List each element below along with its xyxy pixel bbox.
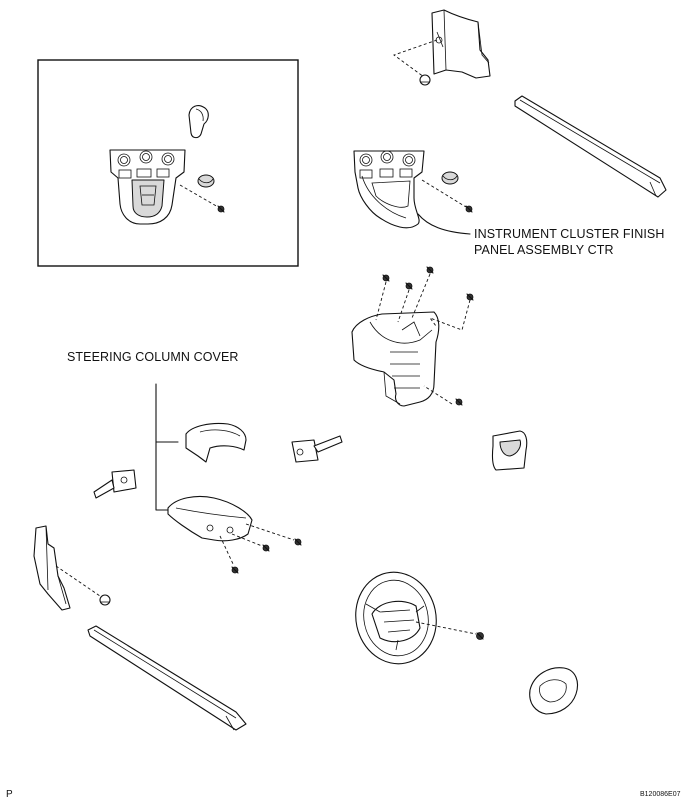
lower-side-panel-left [33,525,71,611]
side-panel-clip-leader [393,39,438,78]
inset-cap-plug [197,174,215,188]
lower-steering-column-cover [167,495,253,542]
inset-console-panel [109,149,186,225]
cluster-panel-screw-leader [421,179,467,208]
front-scuff-plate-right [514,95,667,198]
steering-pad-airbag [529,667,579,715]
steering-wheel [355,571,437,665]
small-trim-bezel [491,430,528,471]
lower-center-cover-assembly [351,311,440,407]
cluster-panel-screw [465,205,473,213]
instrument-cluster-leader-line [417,213,471,235]
instrument-cluster-finish-panel [353,150,425,229]
headlight-combination-switch [291,435,343,463]
wiper-combination-switch [93,469,137,499]
left-panel-clip [99,594,111,606]
inset-screw [217,205,225,213]
instrument-cluster-label-line1: INSTRUMENT CLUSTER FINISH [474,227,665,241]
instrument-cluster-label-line2: PANEL ASSEMBLY CTR [474,243,614,257]
steering-wheel-nut [476,632,484,640]
page-marker: P [6,789,13,800]
center-assembly-screws [382,266,474,406]
shift-knob-part [188,105,209,139]
inset-screw-leader [179,184,219,208]
upper-steering-column-cover [185,422,247,463]
column-cover-screws [231,538,302,574]
detail-inset-frame [37,59,299,267]
column-cover-screw-leaders [219,523,295,567]
left-panel-clip-leader [55,565,101,597]
steering-wheel-nut-leader [415,621,477,635]
center-assembly-screw-leaders [375,273,471,405]
cluster-panel-cap-plug [441,171,459,185]
figure-id: B120086E07 [640,791,681,798]
side-panel-clip [419,74,431,86]
steering-column-cover-label: STEERING COLUMN COVER [67,350,239,364]
front-scuff-plate-left [87,625,247,731]
upper-side-panel-part [431,9,491,79]
steering-column-cover-bracket [155,383,179,511]
